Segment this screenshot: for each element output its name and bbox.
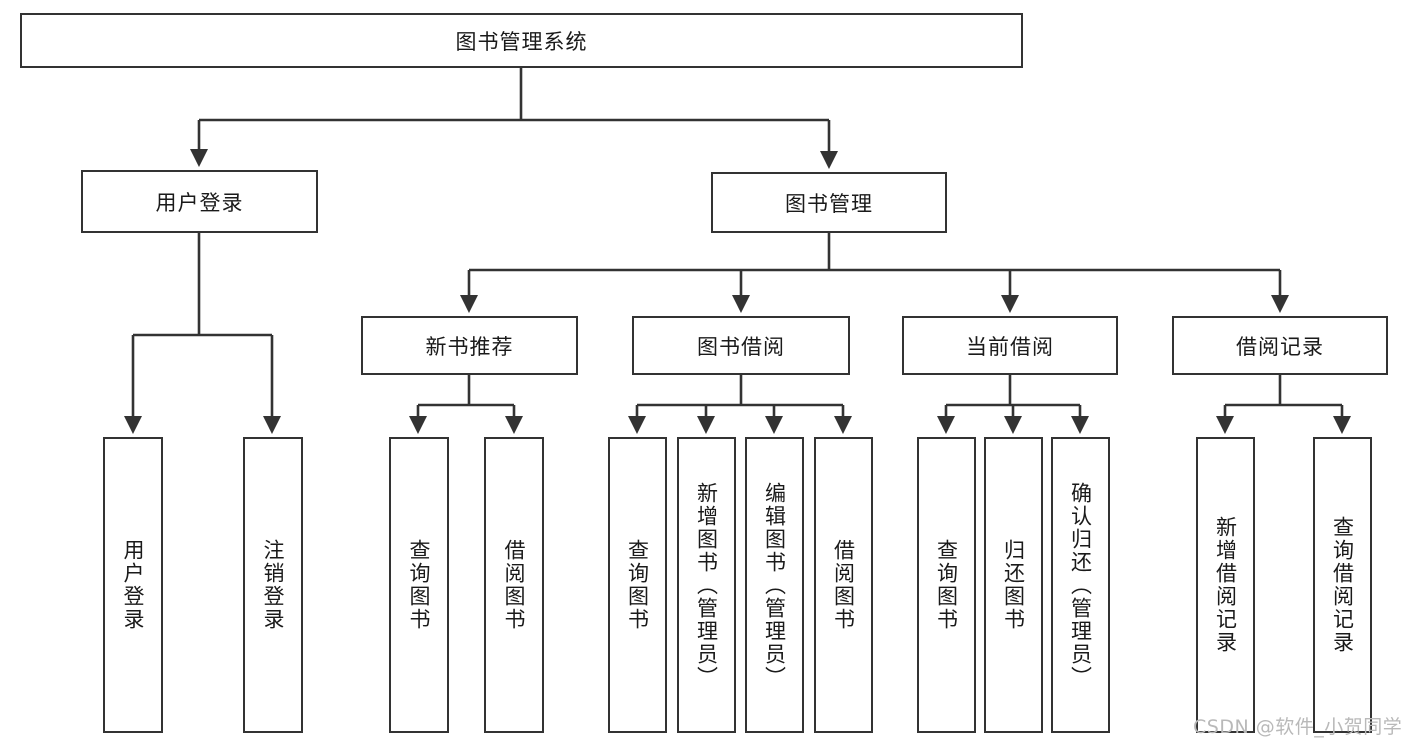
leaf-current-borrow-query-book[interactable]: 查询图书 bbox=[917, 437, 976, 733]
leaf-current-borrow-return-book[interactable]: 归还图书 bbox=[984, 437, 1043, 733]
node-current-borrow[interactable]: 当前借阅 bbox=[902, 316, 1118, 375]
node-label: 图书管理系统 bbox=[455, 29, 588, 54]
node-label: 借阅记录 bbox=[1236, 334, 1324, 359]
leaf-user-login-logout[interactable]: 注销登录 bbox=[243, 437, 303, 733]
node-new-book-recommend[interactable]: 新书推荐 bbox=[361, 316, 578, 375]
leaf-user-login-login[interactable]: 用户登录 bbox=[103, 437, 163, 733]
node-label: 查询图书 bbox=[407, 539, 432, 631]
leaf-book-borrow-borrow-book[interactable]: 借阅图书 bbox=[814, 437, 873, 733]
node-book-borrow[interactable]: 图书借阅 bbox=[632, 316, 850, 375]
node-label: 新增借阅记录 bbox=[1213, 516, 1238, 654]
leaf-new-book-borrow-book[interactable]: 借阅图书 bbox=[484, 437, 544, 733]
node-user-login[interactable]: 用户登录 bbox=[81, 170, 318, 233]
node-label: 注销登录 bbox=[261, 539, 286, 631]
leaf-borrow-record-query-record[interactable]: 查询借阅记录 bbox=[1313, 437, 1372, 733]
leaf-new-book-query-book[interactable]: 查询图书 bbox=[389, 437, 449, 733]
node-label: 用户登录 bbox=[121, 539, 146, 631]
node-label: 新书推荐 bbox=[425, 334, 514, 359]
node-label: 查询借阅记录 bbox=[1330, 516, 1355, 654]
node-label: 借阅图书 bbox=[502, 539, 527, 631]
node-label: 查询图书 bbox=[625, 539, 650, 631]
node-label: 确认归还（管理员） bbox=[1068, 481, 1093, 689]
node-label: 编辑图书（管理员） bbox=[762, 481, 787, 689]
node-label: 归还图书 bbox=[1001, 539, 1026, 631]
node-label: 图书借阅 bbox=[697, 334, 785, 359]
node-label: 借阅图书 bbox=[831, 539, 856, 631]
csdn-watermark: CSDN @软件_小贺同学 bbox=[1193, 716, 1403, 738]
leaf-current-borrow-confirm-return-admin[interactable]: 确认归还（管理员） bbox=[1051, 437, 1110, 733]
leaf-book-borrow-edit-book-admin[interactable]: 编辑图书（管理员） bbox=[745, 437, 804, 733]
node-label: 查询图书 bbox=[934, 539, 959, 631]
node-label: 当前借阅 bbox=[966, 334, 1054, 359]
node-borrow-record[interactable]: 借阅记录 bbox=[1172, 316, 1388, 375]
leaf-borrow-record-add-record[interactable]: 新增借阅记录 bbox=[1196, 437, 1255, 733]
node-label: 图书管理 bbox=[785, 191, 873, 216]
node-label: 新增图书（管理员） bbox=[694, 481, 719, 689]
leaf-book-borrow-add-book-admin[interactable]: 新增图书（管理员） bbox=[677, 437, 736, 733]
node-root-book-management-system[interactable]: 图书管理系统 bbox=[20, 13, 1023, 68]
leaf-book-borrow-query-book[interactable]: 查询图书 bbox=[608, 437, 667, 733]
node-label: 用户登录 bbox=[155, 190, 244, 215]
node-book-management[interactable]: 图书管理 bbox=[711, 172, 947, 233]
